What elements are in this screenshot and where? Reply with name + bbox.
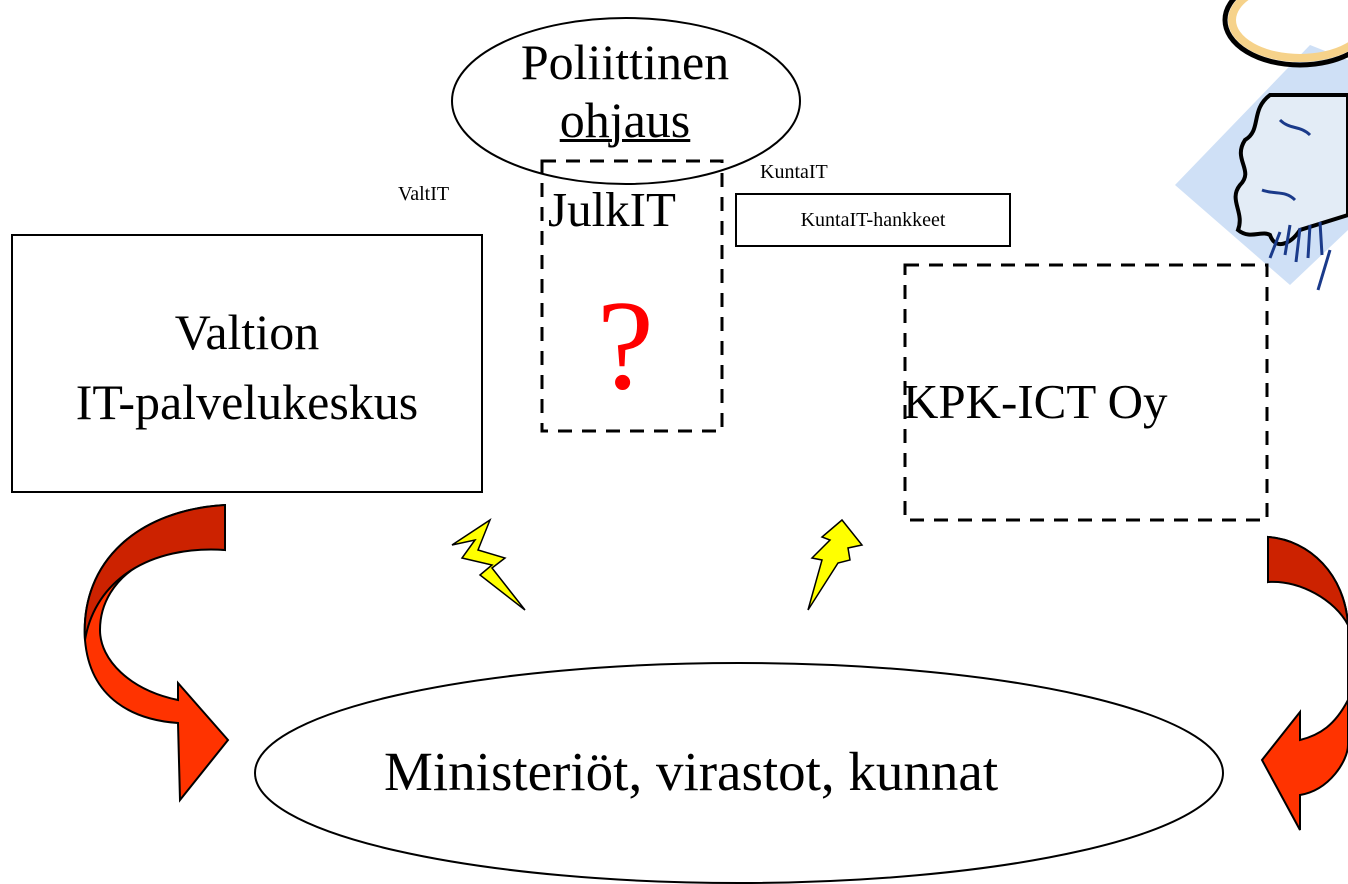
valtion-line1: Valtion bbox=[174, 304, 320, 360]
lightning-bolt-left-icon bbox=[451, 518, 526, 611]
political-steering-ellipse bbox=[451, 17, 801, 185]
political-steering-line1: Poliittinen bbox=[520, 34, 730, 90]
kpk-dashed-box bbox=[903, 263, 1269, 522]
kuntait-projects-box-frame bbox=[735, 193, 1011, 247]
julkit-label: JulkIT bbox=[548, 182, 676, 237]
ministries-label: Ministeriöt, virastot, kunnat bbox=[384, 741, 999, 802]
julkit-dashed-box bbox=[540, 159, 724, 433]
kuntait-label: KuntaIT bbox=[760, 161, 828, 183]
question-mark: ? bbox=[597, 274, 654, 416]
kuntait-projects-label: KuntaIT-hankkeet bbox=[800, 209, 946, 231]
valtion-line2: IT-palvelukeskus bbox=[75, 374, 419, 430]
valtit-label: ValtIT bbox=[398, 183, 450, 205]
political-steering-line2: ohjaus bbox=[559, 92, 691, 148]
valtion-box bbox=[11, 234, 483, 493]
ministries-ellipse bbox=[254, 662, 1224, 884]
kpk-label: KPK-ICT Oy bbox=[903, 374, 1168, 429]
angel-clipart-icon bbox=[1175, 0, 1348, 291]
curved-arrow-right-icon bbox=[1260, 535, 1348, 831]
political-steering-label: Poliittinen ohjaus bbox=[455, 37, 795, 153]
valtion-label: Valtion IT-palvelukeskus bbox=[12, 235, 482, 492]
curved-arrow-left-icon bbox=[83, 503, 230, 803]
lightning-bolt-right-icon bbox=[807, 518, 864, 611]
